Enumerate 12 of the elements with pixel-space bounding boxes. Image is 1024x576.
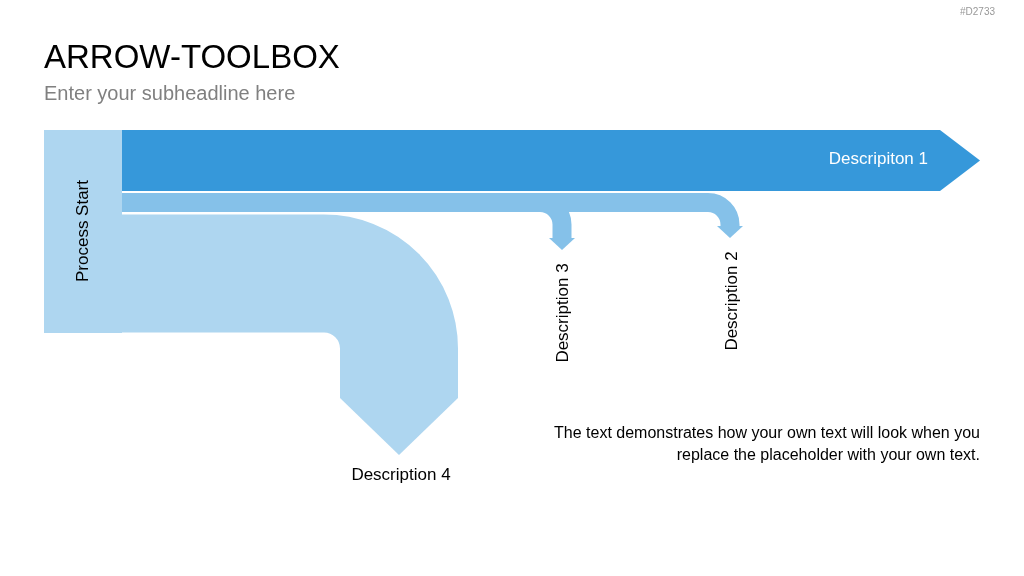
subheadline: Enter your subheadline here <box>44 82 296 105</box>
block-label: Process Start <box>72 179 93 285</box>
band-arrow <box>122 214 458 455</box>
process-start-block <box>44 130 122 333</box>
title: ARROW-TOOLBOX <box>44 38 340 76</box>
description-label: Description 4 <box>320 463 482 487</box>
body-text: The text demonstrates how your own text will look when you replace the placeholder with your own text. <box>553 423 980 465</box>
description-label: Description 3 <box>551 256 575 370</box>
slide-code: #D2733 <box>960 6 996 17</box>
arrow-banner <box>122 130 980 191</box>
description-label: Description 2 <box>720 244 744 358</box>
banner-label: Descripiton 1 <box>828 149 928 169</box>
